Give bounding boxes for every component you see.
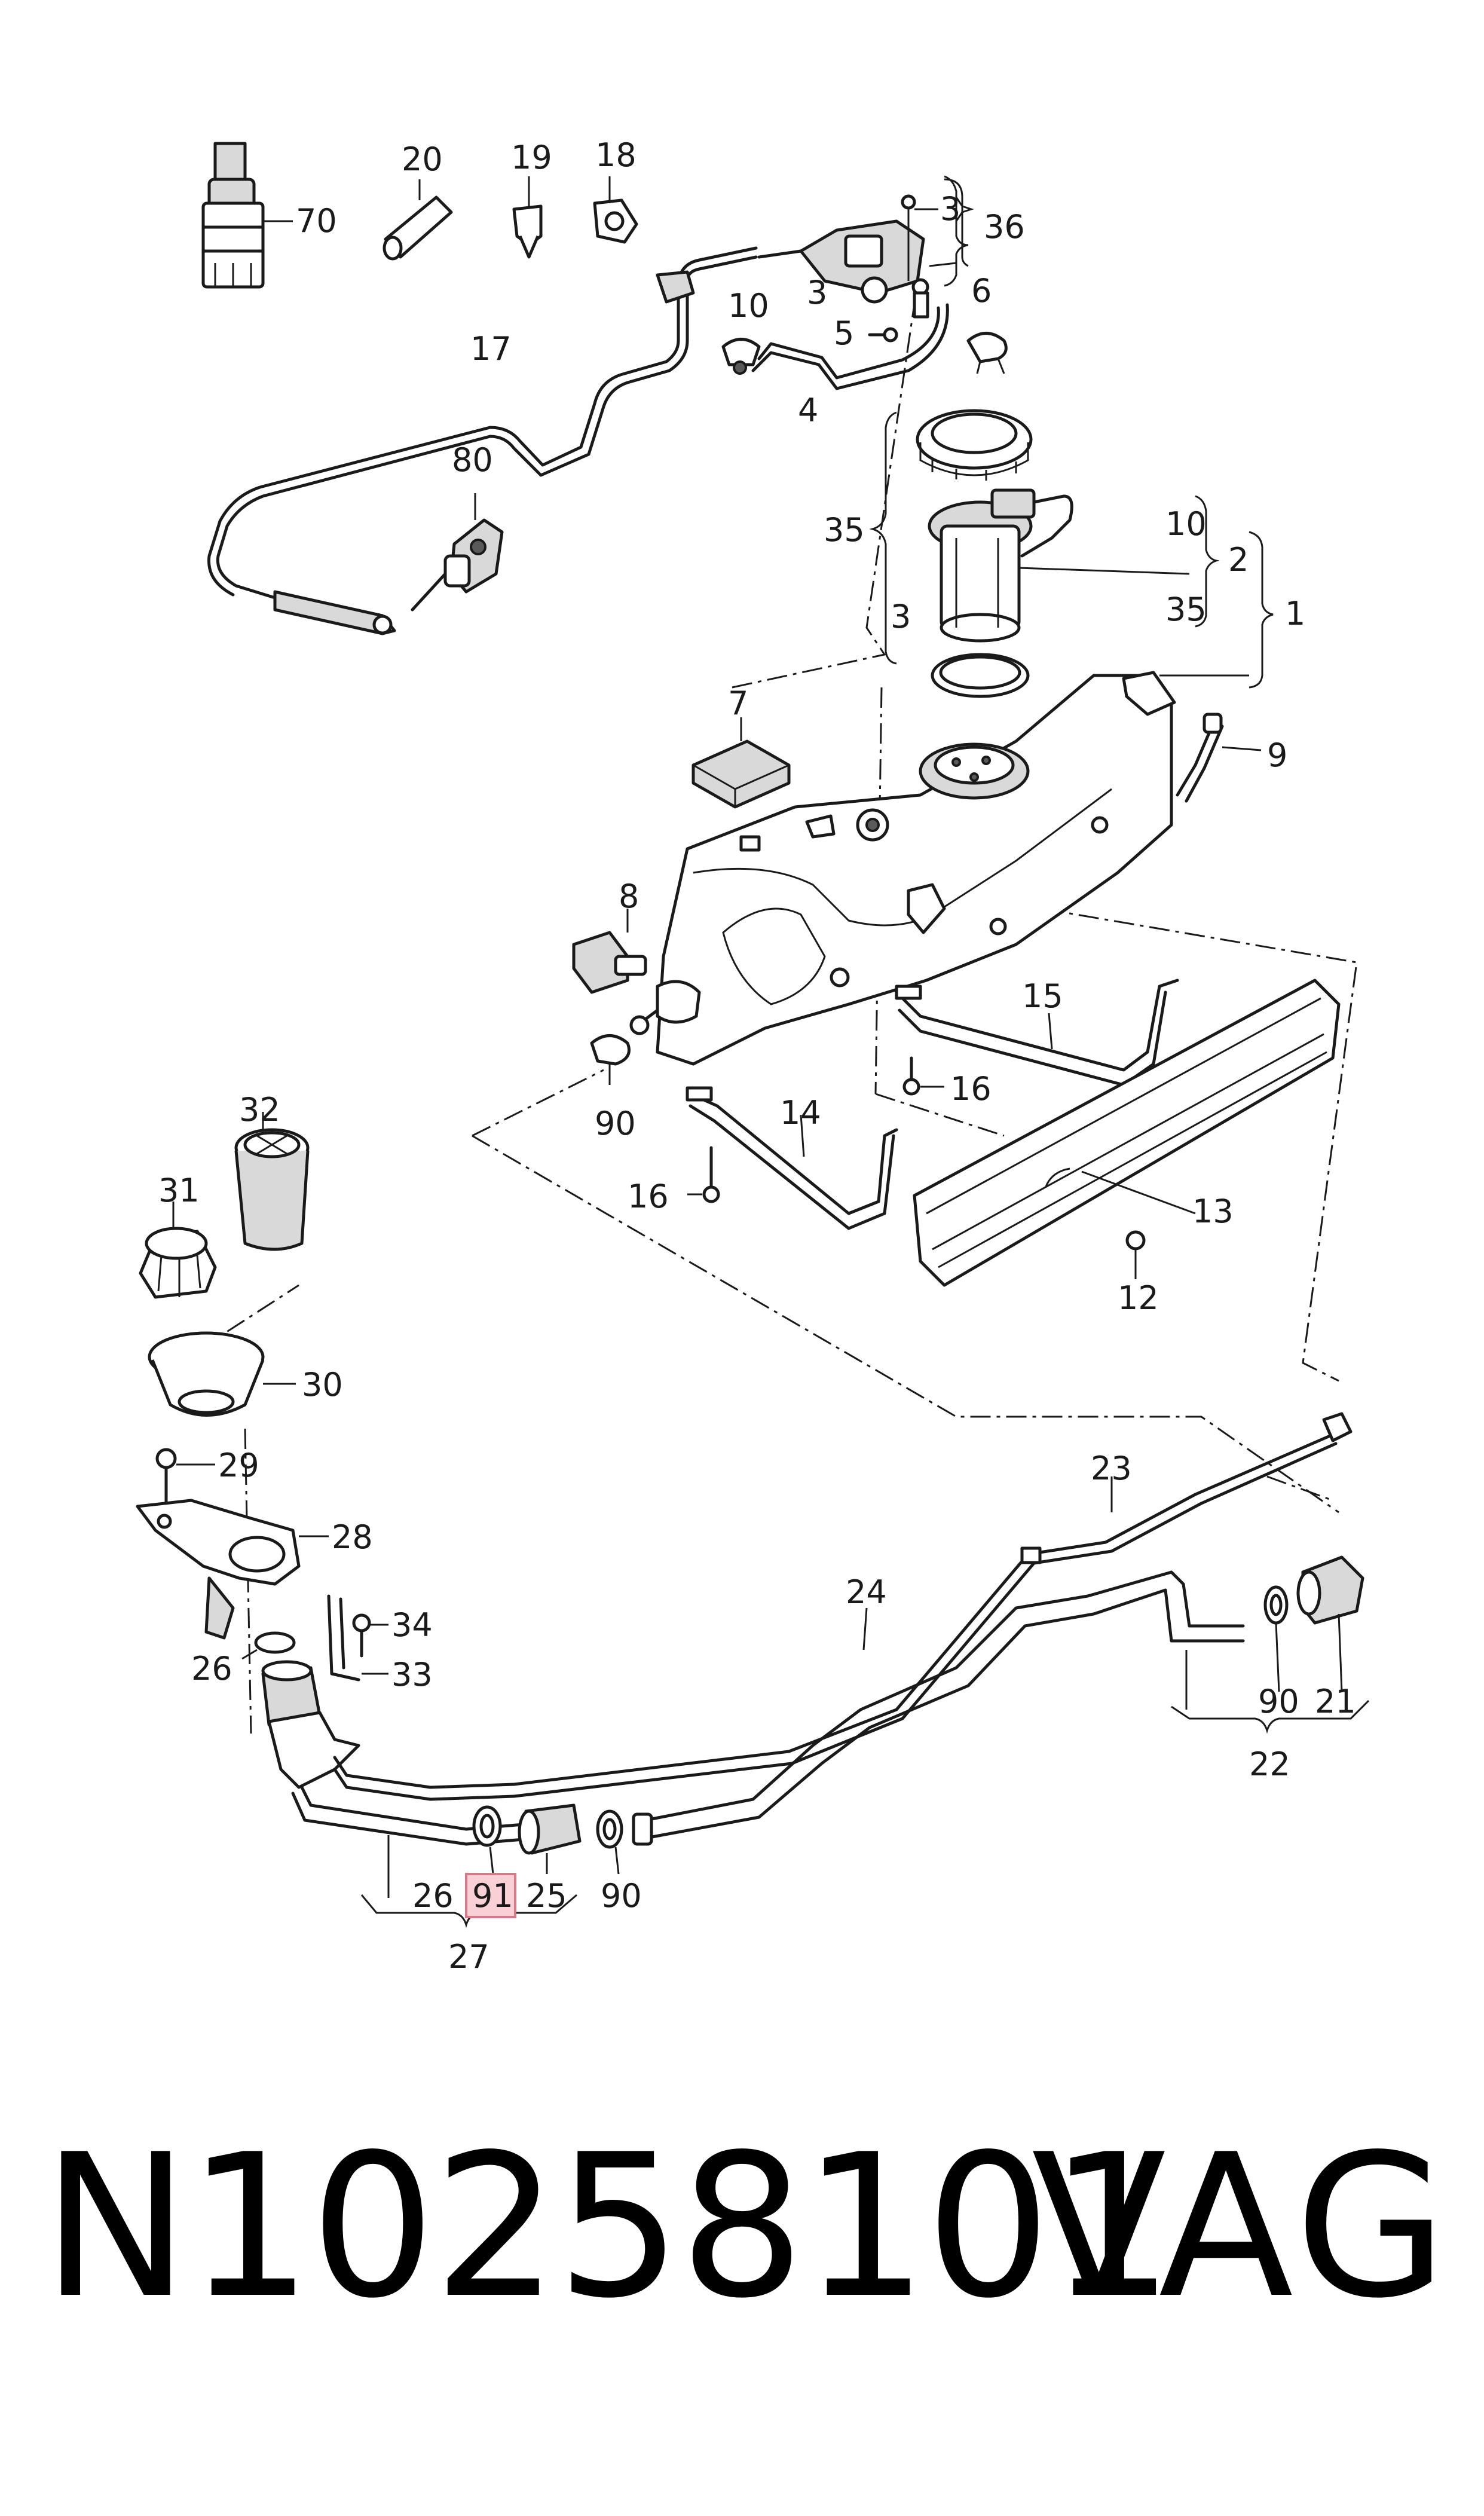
part-35-lock-ring [916, 409, 1033, 481]
group-bracket-22 [1171, 1699, 1370, 1734]
part-27-filler-neck [261, 1660, 540, 1898]
part-14-strap [686, 1086, 898, 1230]
line-24-fuel [644, 1570, 1245, 1840]
highlight-box-91 [465, 1873, 516, 1918]
callout-2[interactable]: 2 [1228, 541, 1249, 579]
part-7-module [691, 717, 791, 809]
group-bracket-36 [944, 175, 969, 287]
part-25-damper [518, 1803, 582, 1874]
callout-3b[interactable]: 3 [807, 274, 827, 311]
callout-1[interactable]: 1 [1285, 595, 1305, 632]
callout-3a[interactable]: 3 [940, 190, 960, 228]
callout-12[interactable]: 12 [1118, 1279, 1159, 1317]
part-33-support [327, 1594, 388, 1682]
part-10-clip [721, 338, 761, 375]
part-13-heat-shield [913, 979, 1341, 1287]
part-16-bolt-b [687, 1146, 720, 1203]
callout-31[interactable]: 31 [158, 1172, 200, 1209]
part-number: N10258101 [42, 2112, 1174, 2341]
callout-14[interactable]: 14 [780, 1094, 821, 1132]
part-32-filter [234, 1112, 310, 1251]
part-29-bolt [155, 1448, 215, 1508]
callout-90c[interactable]: 90 [601, 1877, 642, 1915]
callout-labels: 70 20 19 18 3 36 10 3 5 6 17 4 80 35 10 … [158, 136, 1356, 1976]
callout-13[interactable]: 13 [1192, 1193, 1234, 1230]
callout-16b[interactable]: 16 [628, 1178, 669, 1215]
part-28-bracket [136, 1499, 329, 1640]
callout-6[interactable]: 6 [971, 272, 992, 310]
part-21-damper [1296, 1555, 1364, 1692]
part-19-clip [512, 176, 543, 259]
group-bracket-1 [1159, 531, 1274, 689]
callout-16a[interactable]: 16 [950, 1070, 992, 1108]
callout-29[interactable]: 29 [218, 1447, 259, 1484]
part-31-filler-cap [139, 1202, 217, 1299]
callout-33[interactable]: 33 [391, 1656, 433, 1693]
callout-3c[interactable]: 3 [891, 598, 911, 635]
callout-23[interactable]: 23 [1091, 1450, 1132, 1487]
part-70-canister [201, 142, 293, 289]
callout-15[interactable]: 15 [1022, 977, 1063, 1015]
part-80-sensor [411, 493, 504, 612]
callout-36[interactable]: 36 [984, 208, 1025, 246]
part-1-fuel-tank [656, 671, 1176, 1066]
part-8-sender [572, 909, 701, 1035]
callout-26a[interactable]: 26 [191, 1650, 232, 1687]
hose-17 [207, 246, 758, 635]
callout-32[interactable]: 32 [239, 1091, 280, 1129]
part-20-sleeve [383, 179, 453, 261]
callout-5[interactable]: 5 [834, 314, 854, 352]
callout-27[interactable]: 27 [448, 1938, 489, 1976]
callout-90a[interactable]: 90 [595, 1105, 636, 1142]
callout-70[interactable]: 70 [296, 202, 337, 240]
callout-9[interactable]: 9 [1267, 736, 1287, 774]
group-bracket-35 [869, 411, 897, 665]
callout-24[interactable]: 24 [846, 1573, 887, 1611]
callout-10b[interactable]: 10 [1165, 505, 1207, 543]
callout-34[interactable]: 34 [391, 1606, 433, 1644]
callout-7[interactable]: 7 [728, 684, 748, 722]
part-90-clamp-right [1263, 1585, 1289, 1692]
callout-35a[interactable]: 35 [824, 511, 865, 549]
part-26-seal-ring [241, 1631, 296, 1660]
part-30-filler-cup [148, 1331, 296, 1417]
callout-91[interactable]: 91 [472, 1877, 513, 1915]
part-18-holder [593, 176, 638, 244]
callout-17[interactable]: 17 [470, 330, 512, 368]
part-6-clamp [966, 332, 1008, 374]
part-9-vent-pipe [1176, 713, 1262, 803]
callout-4[interactable]: 4 [798, 392, 818, 429]
callout-19[interactable]: 19 [511, 139, 552, 176]
callout-26b[interactable]: 26 [412, 1877, 454, 1915]
callout-21[interactable]: 21 [1315, 1683, 1356, 1720]
hose-4 [751, 278, 949, 390]
callout-25[interactable]: 25 [526, 1877, 567, 1915]
group-bracket-2 [1195, 495, 1220, 628]
part-36-valve-unit [757, 178, 974, 304]
part-16-bolt-a [902, 1056, 944, 1096]
part-3-seal-ring [931, 653, 1030, 698]
part-91-clamp [472, 1805, 502, 1875]
callout-20[interactable]: 20 [402, 140, 443, 178]
callout-35b[interactable]: 35 [1165, 591, 1207, 628]
part-34-bolt [352, 1613, 388, 1658]
part-90-clamp-lower [596, 1809, 653, 1875]
line-23-vent [512, 1412, 1353, 1798]
footer-caption: N10258101 VAG [42, 2128, 1452, 2367]
dash-dot-frames [197, 250, 1358, 1734]
part-5-screw [868, 327, 898, 343]
callout-22[interactable]: 22 [1249, 1745, 1290, 1783]
callout-90b[interactable]: 90 [1258, 1683, 1299, 1720]
brand-name: VAG [1031, 2112, 1452, 2341]
callout-18[interactable]: 18 [595, 136, 637, 174]
callout-30[interactable]: 30 [302, 1366, 343, 1404]
part-10-fuel-sender [928, 488, 1190, 643]
callout-80[interactable]: 80 [452, 441, 493, 479]
part-90-clamp-upper [590, 1034, 631, 1085]
callout-8[interactable]: 8 [619, 878, 639, 915]
callout-28[interactable]: 28 [332, 1518, 373, 1556]
callout-10a[interactable]: 10 [728, 287, 769, 325]
